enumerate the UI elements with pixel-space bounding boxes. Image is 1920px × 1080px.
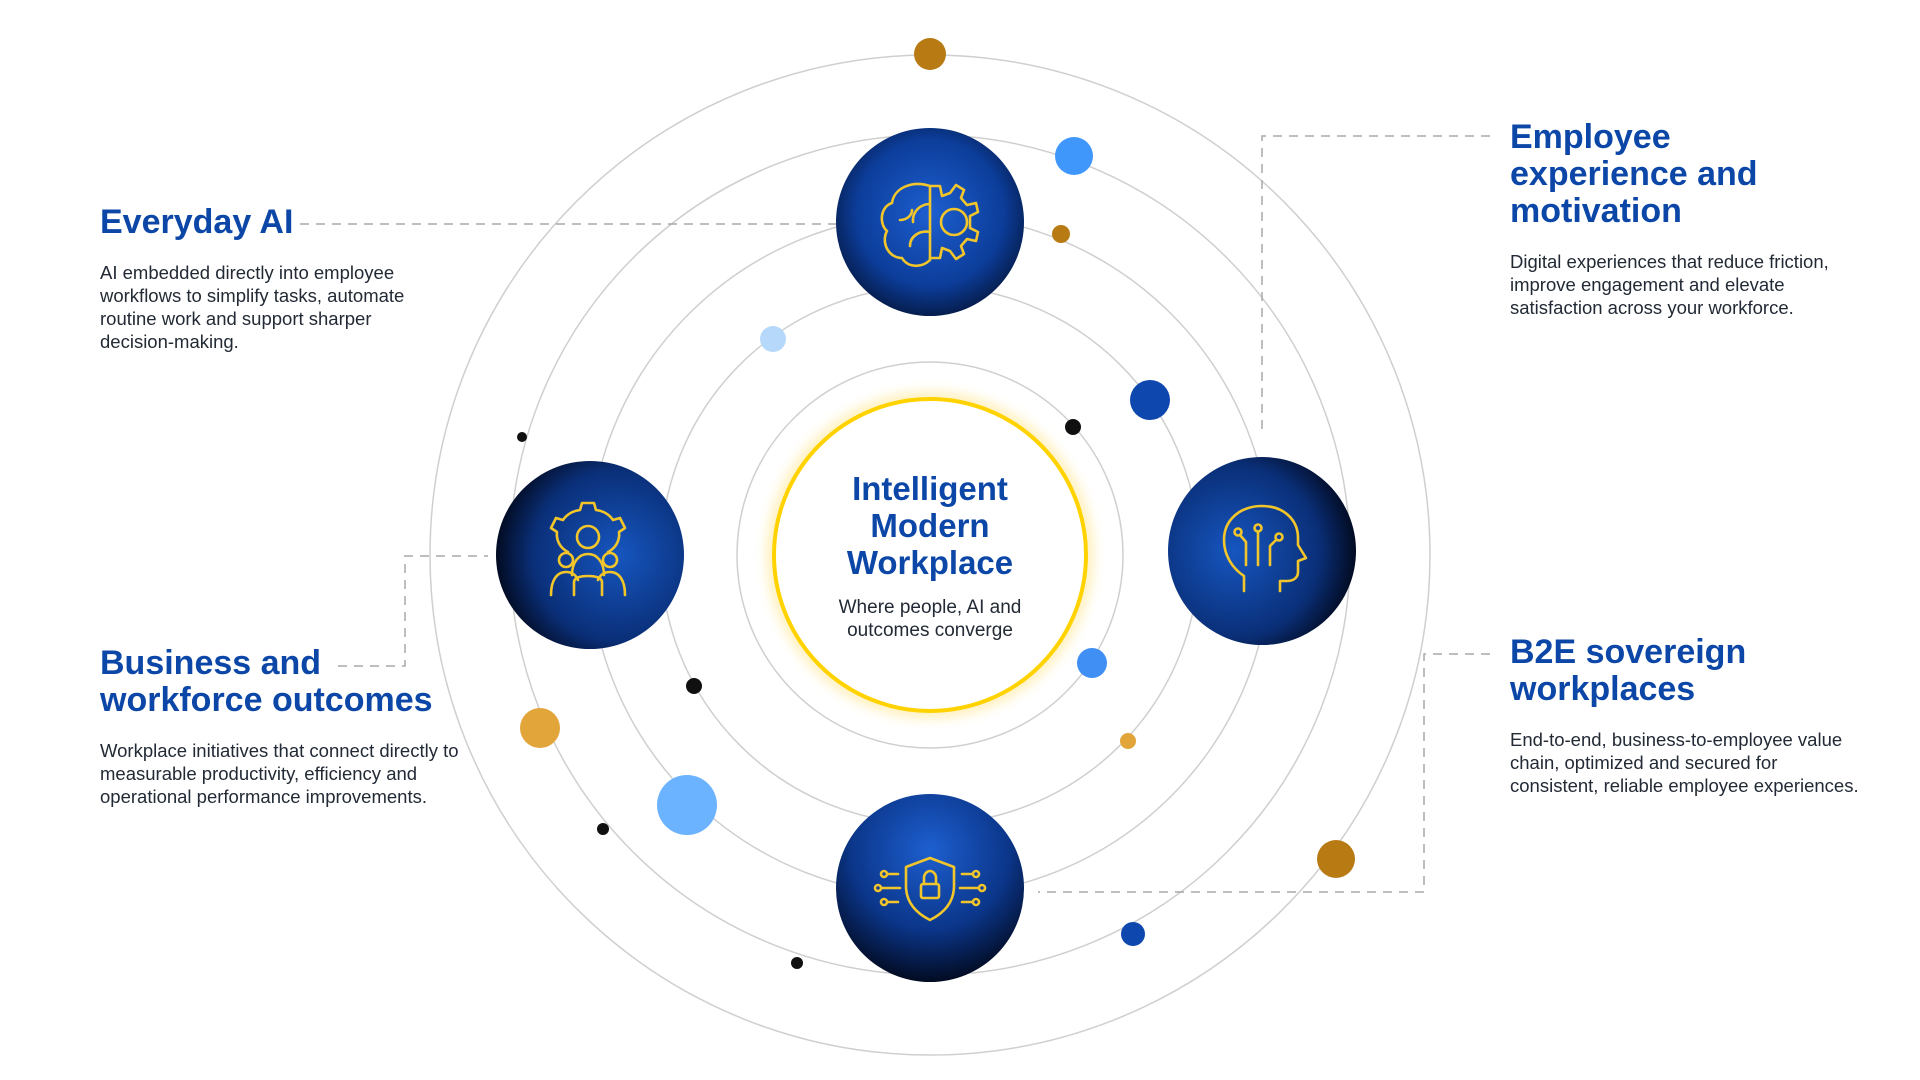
brain-gear-icon: [880, 182, 980, 268]
orbit-dots: [517, 38, 1355, 969]
everyday-ai-description: AI embedded directly into employee workf…: [100, 262, 405, 352]
node-bottom: [836, 794, 1024, 982]
dot-amber: [1120, 733, 1136, 749]
dot-black: [517, 432, 527, 442]
node-left: [496, 461, 684, 649]
node-right: [1168, 457, 1356, 645]
connector-business-outcomes: [338, 555, 488, 667]
connector-b2e-sovereign: [1038, 653, 1490, 893]
orbit-ring-1: [736, 361, 1124, 749]
dot-amber: [520, 708, 560, 748]
ai-head-icon: [1222, 504, 1308, 593]
b2e-sovereign-title: B2E sovereign workplaces: [1510, 633, 1747, 708]
dot-gold: [1052, 225, 1070, 243]
center-label: Intelligent Modern Workplace Where peopl…: [800, 470, 1060, 642]
everyday-ai-title: Everyday AI: [100, 203, 294, 241]
center-subtitle: Where people, AI and outcomes converge: [838, 597, 1022, 641]
center-title: Intelligent Modern Workplace: [846, 470, 1014, 581]
connector-lines: [300, 135, 1490, 893]
employee-experience-description: Digital experiences that reduce friction…: [1510, 251, 1829, 318]
dot-gold: [1317, 840, 1355, 878]
everyday-ai-block: Everyday AI AI embedded directly into em…: [100, 204, 440, 353]
dot-gold: [914, 38, 946, 70]
connector-employee-experience: [1261, 135, 1490, 432]
dot-black: [1065, 419, 1081, 435]
team-gear-icon: [549, 501, 627, 597]
b2e-sovereign-description: End-to-end, business-to-employee value c…: [1510, 729, 1859, 796]
b2e-sovereign-block: B2E sovereign workplaces End-to-end, bus…: [1510, 634, 1860, 797]
employee-experience-title: Employee experience and motivation: [1510, 118, 1758, 230]
dot-pale-blue: [760, 326, 786, 352]
business-outcomes-block: Business and workforce outcomes Workplac…: [100, 645, 460, 808]
dot-black: [597, 823, 609, 835]
business-outcomes-title: Business and workforce outcomes: [100, 644, 433, 719]
dot-dark-blue: [1121, 922, 1145, 946]
employee-experience-block: Employee experience and motivation Digit…: [1510, 119, 1840, 319]
dot-black: [791, 957, 803, 969]
dot-dark-blue: [1130, 380, 1170, 420]
dot-mid-blue: [1077, 648, 1107, 678]
node-top: [836, 128, 1024, 316]
business-outcomes-description: Workplace initiatives that connect direc…: [100, 740, 459, 807]
dot-light-blue-large: [657, 775, 717, 835]
security-shield-icon: [873, 856, 987, 922]
dot-black: [686, 678, 702, 694]
center-glow-ring: [767, 392, 1093, 718]
dot-light-blue: [1055, 137, 1093, 175]
